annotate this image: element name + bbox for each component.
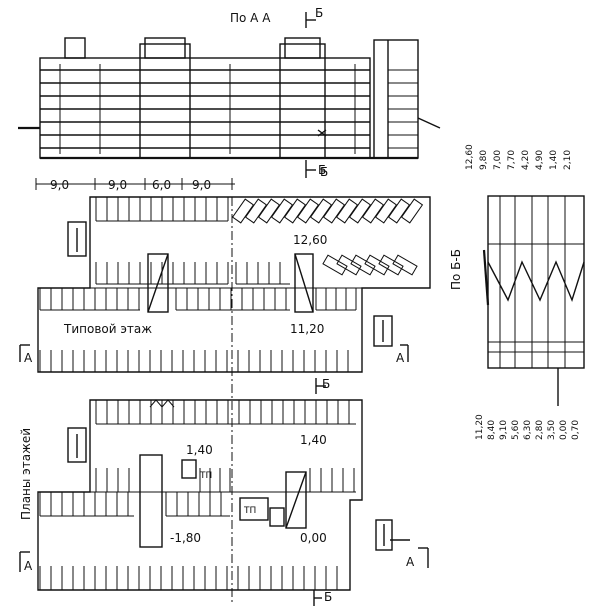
- lower-axis-right: А: [406, 555, 415, 569]
- section-level-bottom: 0,70: [571, 420, 581, 440]
- lower-level-140-left: 1,40: [186, 443, 213, 457]
- elevation-section-mark: Б: [315, 6, 323, 20]
- upper-level-1120: 11,20: [290, 322, 324, 336]
- section-level-bottom: 11,20: [475, 414, 485, 440]
- lower-axis-left: А: [24, 559, 33, 573]
- section-level-bottom: 2,80: [535, 420, 545, 440]
- dim-4: 9,0: [192, 178, 211, 192]
- section-level-bottom: 6,30: [523, 420, 533, 440]
- upper-section-mark-bottom: Б: [322, 377, 330, 391]
- room-tp-2: ТП: [243, 506, 256, 516]
- lower-floor-plan: 1,40 1,40 -1,80 0,00 ТП ТП А А Б: [19, 399, 429, 606]
- upper-axis-right: А: [396, 351, 405, 365]
- plans-caption: Планы этажей: [19, 428, 33, 520]
- room-tp-1: ТП: [199, 471, 212, 481]
- upper-section-mark: Б: [320, 165, 328, 179]
- section-level-top: 4,20: [521, 150, 531, 170]
- section-level-bottom: 9,10: [499, 420, 509, 440]
- section-title: По Б-Б: [449, 249, 463, 290]
- upper-level-1260: 12,60: [293, 233, 327, 247]
- upper-floor-plan: Б 12,60 11,20 Типовой этаж А А Б: [19, 165, 431, 394]
- dim-3: 6,0: [152, 178, 171, 192]
- lower-level-140-right: 1,40: [300, 433, 327, 447]
- section-level-top: 7,70: [507, 150, 517, 170]
- section-level-bottom: 3,50: [547, 420, 557, 440]
- lower-section-mark: Б: [324, 590, 332, 604]
- elevation-view: По А А Б Б: [18, 6, 441, 178]
- section-level-top: 4,90: [535, 150, 545, 170]
- section-level-top: 9,80: [479, 150, 489, 170]
- elevation-section-mark-bottom: Б: [318, 163, 326, 177]
- dim-1: 9,0: [50, 178, 69, 192]
- section-view: 12,60 9,80 7,00 7,70 4,20 4,90 1,40 2,10 По Б-Б…: [449, 144, 585, 440]
- section-level-bottom: 5,60: [511, 420, 521, 440]
- section-level-bottom: 0,00: [559, 420, 569, 440]
- section-level-top: 1,40: [549, 150, 559, 170]
- dim-2: 9,0: [108, 178, 127, 192]
- upper-axis-left: А: [24, 351, 33, 365]
- upper-plan-name: Типовой этаж: [63, 322, 152, 336]
- section-level-top: 2,10: [563, 150, 573, 170]
- lower-level-minus180: -1,80: [170, 531, 201, 545]
- section-level-bottom: 8,40: [487, 420, 497, 440]
- section-level-top: 7,00: [493, 150, 503, 170]
- dimension-line: 9,0 9,0 6,0 9,0: [35, 178, 235, 192]
- lower-level-000: 0,00: [300, 531, 327, 545]
- section-level-top: 12,60: [465, 144, 475, 170]
- elevation-title: По А А: [230, 11, 271, 25]
